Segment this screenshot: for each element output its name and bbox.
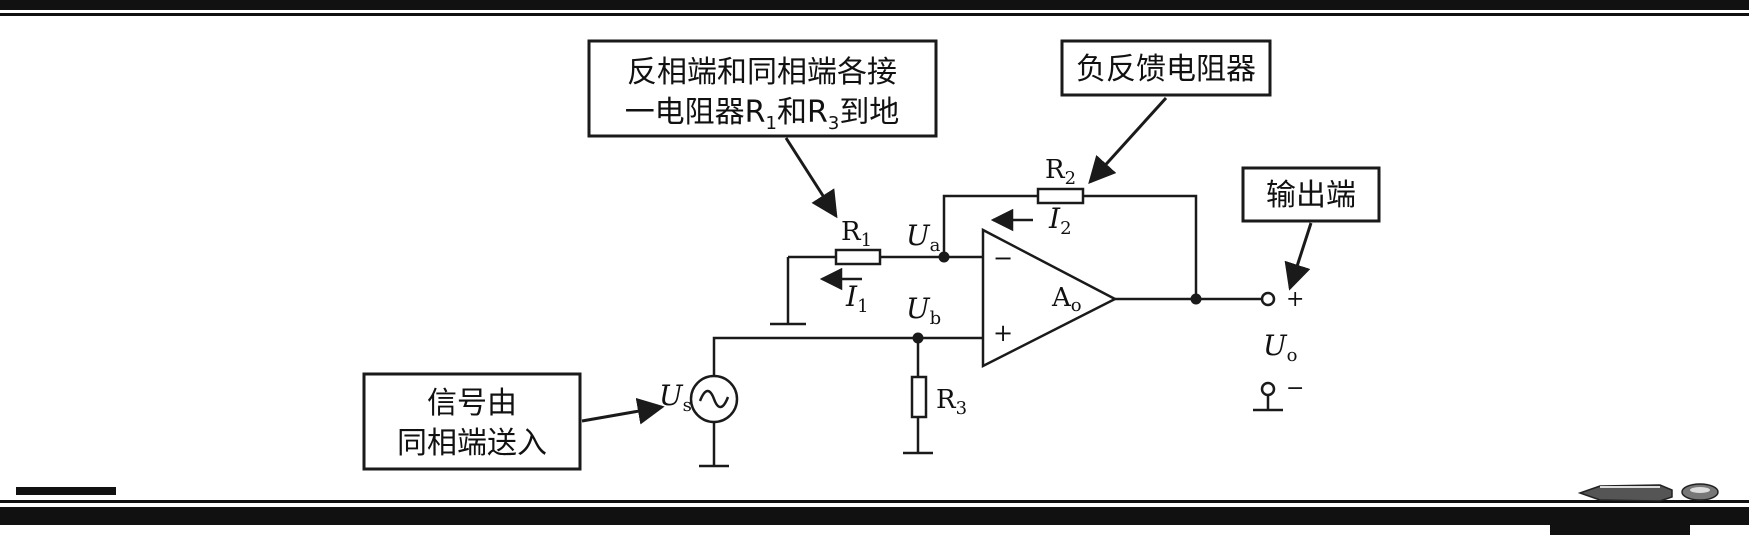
callout-arrow-source bbox=[581, 397, 665, 425]
callout-resistors-line1: 反相端和同相端各接 bbox=[627, 55, 897, 90]
bottom-short-bar bbox=[16, 487, 116, 495]
label-uo: Uo bbox=[1263, 329, 1297, 366]
callout-resistors-line2: 一电阻器R1和R3到地 bbox=[625, 95, 900, 134]
resistor-r2 bbox=[1036, 187, 1085, 205]
callout-output-terminal: 输出端 bbox=[1241, 166, 1381, 223]
label-r3: R3 bbox=[936, 385, 967, 419]
resistor-r3 bbox=[910, 375, 928, 419]
label-ua: Ua bbox=[906, 219, 941, 256]
callout-arrow-output bbox=[1284, 222, 1313, 291]
bottom-thin-bar bbox=[0, 500, 1749, 503]
output-terminal-plus bbox=[1260, 291, 1276, 307]
label-i2: I2 bbox=[1048, 202, 1072, 239]
node-ub-dot bbox=[912, 332, 924, 344]
ac-source-icon bbox=[689, 374, 739, 424]
node-output-dot bbox=[1190, 293, 1202, 305]
callout-signal-line1: 信号由 bbox=[427, 386, 517, 421]
label-opamp: Ao bbox=[1051, 283, 1082, 316]
top-thin-bar bbox=[0, 13, 1749, 16]
bottom-right-block bbox=[1550, 525, 1690, 535]
output-plus-sign: + bbox=[1286, 287, 1304, 312]
label-r1: R1 bbox=[841, 217, 872, 251]
opamp-triangle bbox=[981, 227, 1118, 369]
wires bbox=[699, 194, 1283, 468]
top-thick-bar bbox=[0, 0, 1749, 10]
opamp-inverting-sign: − bbox=[993, 244, 1013, 272]
label-us: Us bbox=[659, 379, 692, 416]
label-i1: I1 bbox=[845, 280, 869, 317]
label-ub: Ub bbox=[906, 292, 941, 329]
bottom-thick-bar bbox=[0, 507, 1749, 525]
pencil-icon bbox=[1577, 483, 1719, 502]
callout-arrow-r1 bbox=[784, 137, 838, 219]
callout-output-text: 输出端 bbox=[1266, 178, 1356, 213]
label-r2: R2 bbox=[1045, 155, 1076, 189]
node-ua-dot bbox=[938, 251, 950, 263]
callout-signal-input: 信号由 同相端送入 bbox=[362, 372, 582, 471]
callout-feedback-resistor: 负反馈电阻器 bbox=[1060, 39, 1272, 97]
output-minus-sign: − bbox=[1286, 376, 1304, 401]
output-terminal-minus bbox=[1260, 381, 1276, 397]
callout-arrow-r2 bbox=[1088, 96, 1168, 185]
resistor-r1 bbox=[834, 248, 882, 266]
callout-resistors-to-ground: 反相端和同相端各接 一电阻器R1和R3到地 bbox=[587, 39, 938, 138]
opamp-noninverting-sign: + bbox=[993, 319, 1013, 347]
callout-signal-line2: 同相端送入 bbox=[397, 426, 547, 461]
callout-feedback-text: 负反馈电阻器 bbox=[1076, 52, 1256, 87]
